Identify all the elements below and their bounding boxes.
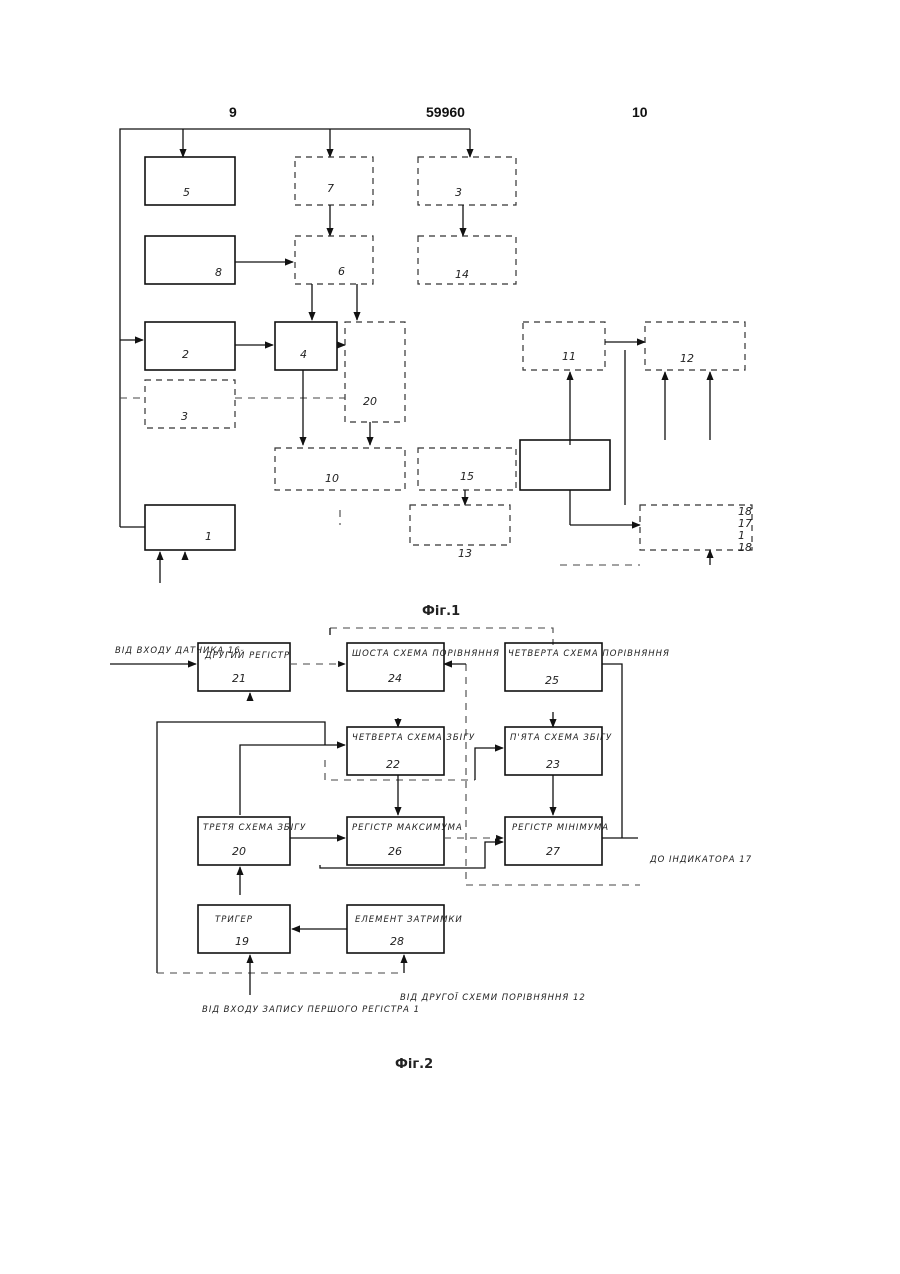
fig1-block-12 (645, 322, 745, 370)
fig1-block-1 (145, 505, 235, 550)
fig1-block-2-number: 2 (182, 348, 189, 361)
fig1-block-13 (410, 505, 510, 545)
fig2-block-19-label: ТРИГЕР (215, 915, 253, 925)
fig2-block-26-label: РЕГІСТР МАКСИМУМА (352, 823, 463, 833)
fig1-block-10 (275, 448, 405, 490)
fig2-block-20-number: 20 (232, 845, 246, 858)
fig2-output-indicator: ДО ІНДИКАТОРА 17 (649, 855, 752, 865)
fig2-block-25-number: 25 (545, 674, 559, 687)
fig1-block-7 (295, 157, 373, 205)
fig1-block-3 (418, 157, 516, 205)
figure-2: ВІД ВХОДУ ДАТЧИКА 16 ДРУГИЙ РЕГІСТР 21 Ш… (110, 628, 752, 1072)
fig1-block-14-number: 14 (455, 268, 469, 281)
fig2-block-21-label: ДРУГИЙ РЕГІСТР (204, 649, 290, 661)
fig2-block-22-number: 22 (386, 758, 400, 771)
fig2-block-19-number: 19 (235, 935, 249, 948)
fig1-block-11-number: 11 (562, 350, 576, 363)
fig2-block-27-number: 27 (546, 845, 560, 858)
fig2-block-27-label: РЕГІСТР МІНІМУМА (512, 823, 609, 833)
fig2-block-20-label: ТРЕТЯ СХЕМА ЗБІГУ (203, 823, 306, 833)
fig2-block-25-label: ЧЕТВЕРТА СХЕМА ПОРІВНЯННЯ (508, 649, 670, 659)
fig1-block-13-number: 13 (458, 547, 472, 560)
fig2-input-comparator12: ВІД ДРУГОЇ СХЕМИ ПОРІВНЯННЯ 12 (400, 992, 586, 1003)
fig1-caption: Фіг.1 (422, 604, 460, 619)
fig1-block-6 (295, 236, 373, 284)
fig1-block-9-number: 20 (363, 395, 377, 408)
fig1-block-8-number: 8 (215, 266, 222, 279)
fig1-block-3b (145, 380, 235, 428)
fig1-block-2 (145, 322, 235, 370)
fig2-block-26-number: 26 (388, 845, 402, 858)
fig2-block-23-label: П'ЯТА СХЕМА ЗБІГУ (510, 733, 612, 743)
fig1-block-4-number: 4 (300, 348, 307, 361)
fig1-block-10-number: 10 (325, 472, 339, 485)
fig1-block-3-number: 3 (455, 186, 462, 199)
fig1-block-3b-number: 3 (181, 410, 188, 423)
fig1-block-7-number: 7 (327, 182, 334, 195)
fig2-block-21-number: 21 (232, 672, 246, 685)
fig1-block-15-number: 15 (460, 470, 474, 483)
fig1-block-5 (145, 157, 235, 205)
fig1-block-16 (520, 440, 610, 490)
fig1-block-15 (418, 448, 516, 490)
fig2-block-24-number: 24 (388, 672, 402, 685)
fig2-input-register1: ВІД ВХОДУ ЗАПИСУ ПЕРШОГО РЕГІСТРА 1 (202, 1005, 420, 1015)
fig1-block-17-19 (640, 505, 752, 550)
fig2-block-28-label: ЕЛЕМЕНТ ЗАТРИМКИ (355, 915, 463, 925)
fig2-block-23-number: 23 (546, 758, 560, 771)
fig1-block-4 (275, 322, 337, 370)
figure-1: 5 7 3 8 6 14 2 4 20 3 11 (120, 129, 752, 619)
fig2-block-24-label: ШОСТА СХЕМА ПОРІВНЯННЯ (352, 649, 500, 659)
fig2-caption: Фіг.2 (395, 1057, 433, 1072)
fig2-block-28-number: 28 (390, 935, 404, 948)
fig1-block-12-number: 12 (680, 352, 694, 365)
fig1-block-5-number: 5 (183, 186, 190, 199)
fig1-num-d: 18 (738, 541, 752, 554)
fig2-block-22-label: ЧЕТВЕРТА СХЕМА ЗБІГУ (352, 733, 475, 743)
fig1-block-1-number: 1 (205, 530, 212, 543)
fig1-block-6-number: 6 (338, 265, 345, 278)
